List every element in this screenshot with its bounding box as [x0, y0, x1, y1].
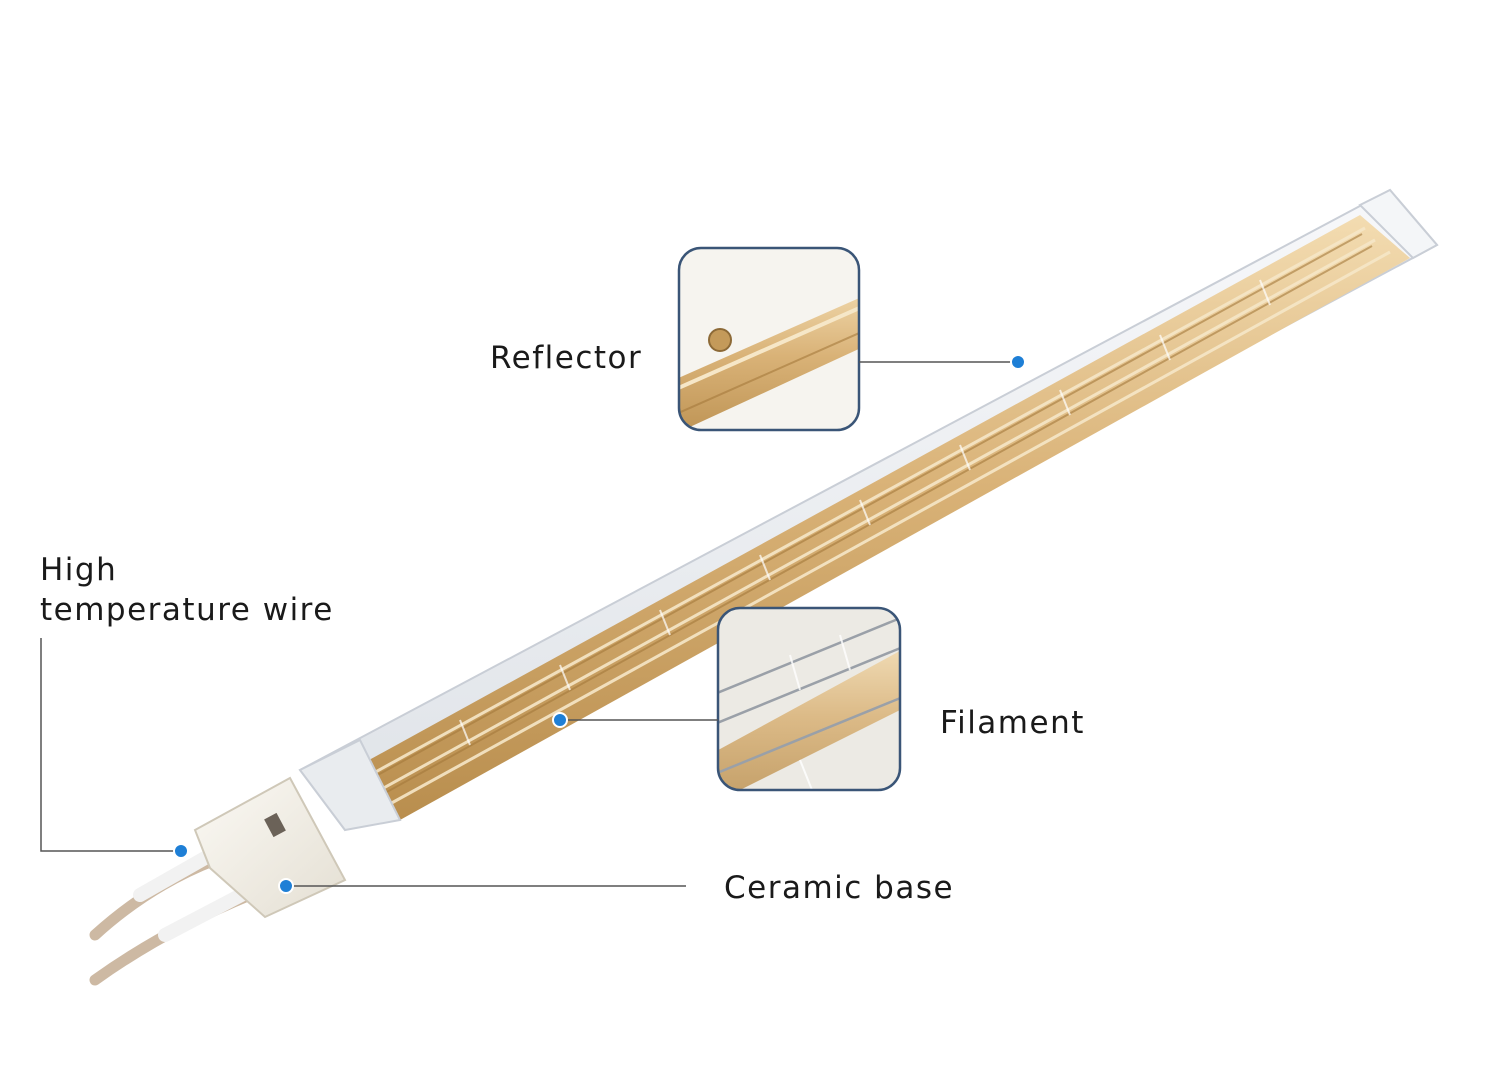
wire-label-line2: temperature wire [40, 592, 334, 628]
ceramic-base-dot [278, 878, 294, 894]
filament-label: Filament [940, 705, 1085, 741]
filament-dot [552, 712, 568, 728]
ceramic-base [193, 776, 347, 919]
high-temperature-wire-label: High temperature wire [40, 550, 334, 630]
filament-coils [459, 279, 1271, 746]
reflector-dot [1010, 354, 1026, 370]
ceramic-base-label: Ceramic base [724, 870, 955, 906]
wire-label-line1: High [40, 552, 118, 588]
high-temperature-wire [89, 851, 256, 986]
wire-dot [173, 843, 189, 859]
ceramic-base-leader [278, 878, 686, 894]
reflector-callout [677, 246, 1026, 432]
wire-leader [40, 638, 189, 859]
filament-callout [552, 606, 902, 792]
reflector-label: Reflector [490, 340, 643, 376]
quartz-tube [298, 188, 1439, 832]
